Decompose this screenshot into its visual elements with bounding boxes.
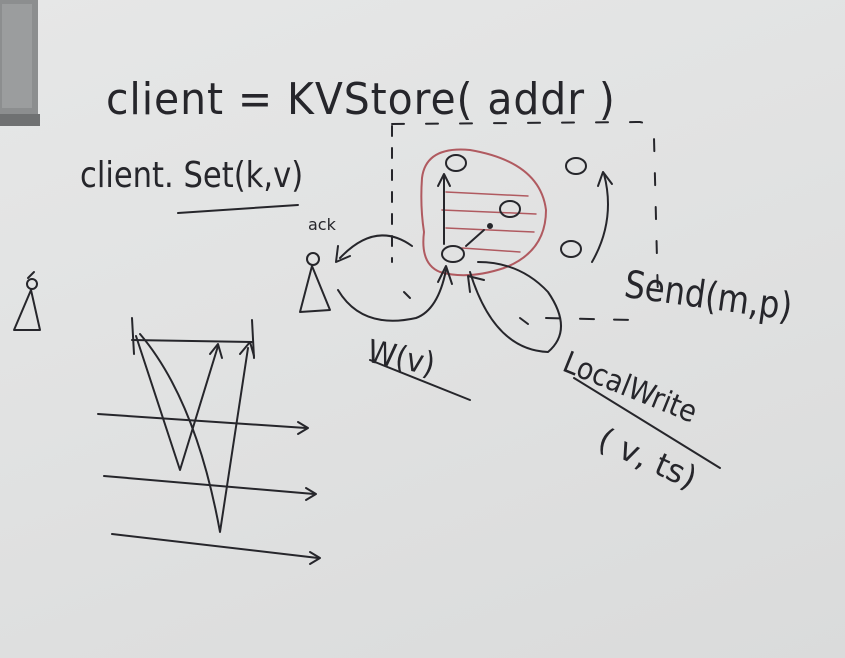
local-write-loop (469, 261, 562, 353)
node-primary (441, 245, 465, 263)
arrow-up-head (437, 173, 451, 187)
write-mark (403, 291, 411, 299)
group-box-top-right (391, 121, 659, 301)
timeline-v-1-head (209, 343, 223, 359)
timeline-line-3 (111, 533, 319, 559)
figure-body (13, 289, 41, 331)
write-arrow (337, 269, 447, 322)
arrow-to-dot (465, 229, 485, 247)
timeline-line-2-head (305, 487, 317, 501)
eraser-base (0, 114, 40, 126)
node-dot (487, 223, 493, 229)
write-arrow-head (437, 265, 453, 285)
node-middle (499, 200, 521, 218)
eraser-face (2, 4, 32, 108)
node-remote-top (565, 157, 587, 175)
timeline-top-tick-left (131, 317, 135, 355)
ack-arrow (339, 234, 413, 259)
timeline-top-bar (131, 339, 253, 343)
timeline-v-1 (135, 335, 219, 471)
local-write-head (467, 275, 485, 293)
timeline-line-1 (97, 413, 307, 429)
client-body (299, 265, 331, 313)
client-kvstore-line: client = KVStore( addr ) (106, 74, 616, 125)
timeline-line-1-head (297, 421, 309, 435)
local-write-mark (519, 317, 529, 325)
node-top (445, 154, 467, 172)
highlighted-region (420, 148, 547, 277)
write-v-underline (369, 359, 471, 401)
set-underline (177, 204, 299, 214)
client-head (306, 252, 320, 266)
ack-arrow-head (335, 245, 351, 263)
node-remote-bottom (560, 240, 582, 258)
region-hatching (441, 191, 537, 253)
local-write-divider (573, 377, 721, 469)
timeline-v-2-head (239, 341, 255, 357)
group-box-bottom (545, 317, 633, 321)
send-curve-head (597, 171, 613, 187)
ack-label: ack (308, 215, 336, 234)
figure-hair (27, 271, 35, 279)
send-curve-arrow (591, 173, 609, 263)
timeline-line-3-head (309, 551, 321, 565)
client-set-line: client. Set(k,v) (80, 155, 304, 196)
figure-head (26, 278, 38, 290)
timeline-v-2 (139, 333, 249, 533)
